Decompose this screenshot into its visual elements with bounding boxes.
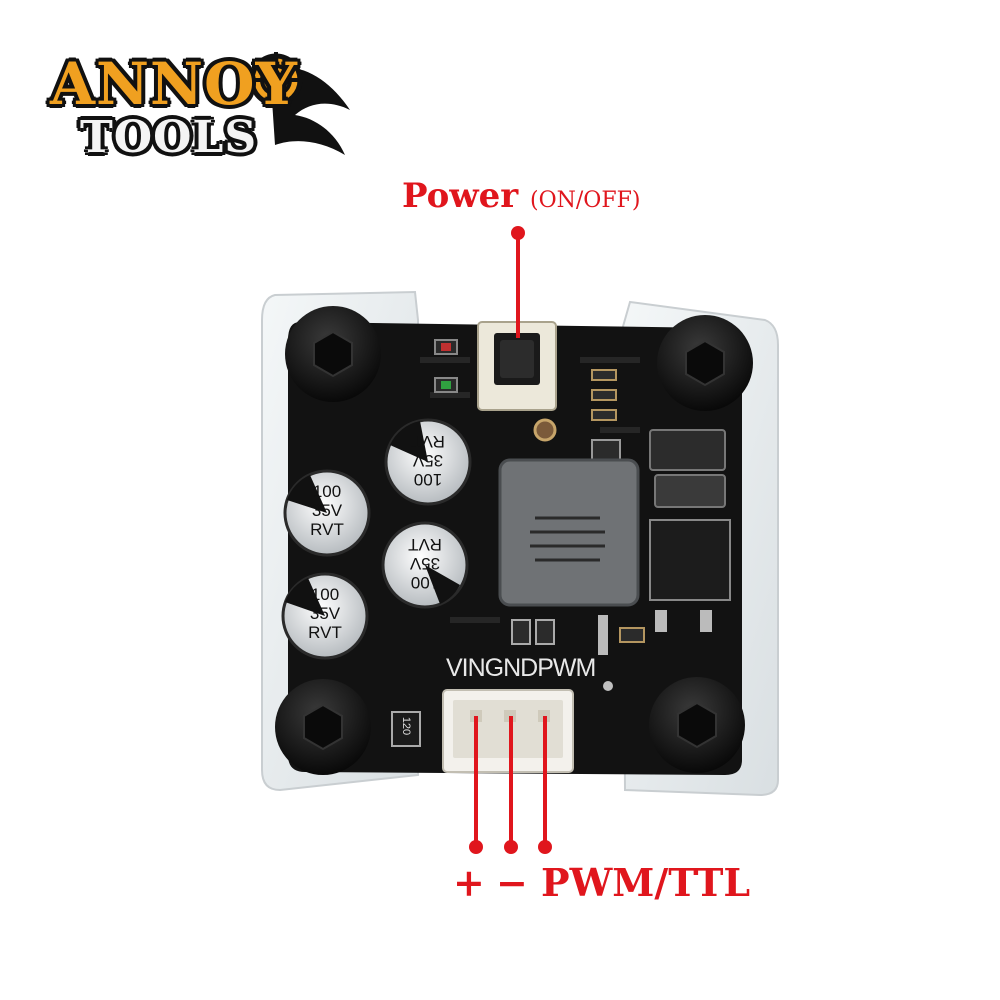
mount-bolt-bottom-right xyxy=(649,677,745,773)
header-silkscreen: VINGNDPWM xyxy=(446,654,596,682)
logo-text-annoy: ANNOY xyxy=(50,50,298,118)
pin-label-plus: + xyxy=(453,860,485,905)
capacitor-3-label: 100 35V RVT xyxy=(401,535,449,592)
cap-voltage: 35V xyxy=(311,501,343,520)
cap-voltage: 35V xyxy=(409,554,441,573)
cap-value: 100 xyxy=(410,573,440,592)
capacitor-1-label: 100 35V RVT xyxy=(404,432,452,489)
capacitor-2-label: 100 35V RVT xyxy=(303,482,351,539)
mount-bolt-top-left xyxy=(285,306,381,402)
cap-brand: RVT xyxy=(408,535,442,554)
power-callout-sub: (ON/OFF) xyxy=(530,188,641,213)
capacitor-4 xyxy=(281,572,369,660)
capacitor-3 xyxy=(381,521,469,609)
logo-text-tools: TOOLS xyxy=(80,112,258,163)
mount-bolt-bottom-left xyxy=(275,679,371,775)
cap-value: 100 xyxy=(310,585,340,604)
cap-voltage: 35V xyxy=(412,451,444,470)
capacitor-4-label: 100 35V RVT xyxy=(301,585,349,642)
status-leds xyxy=(434,339,458,393)
power-callout-label: Power (ON/OFF) xyxy=(402,176,640,216)
resistor-code: 120 xyxy=(400,716,412,736)
trimmer-pot xyxy=(533,418,557,442)
smd-resistors-top xyxy=(591,369,621,461)
cap-voltage: 35V xyxy=(309,604,341,623)
capacitor-2 xyxy=(283,469,371,557)
smd-bottom xyxy=(511,615,645,655)
pin-label-pwm: PWM/TTL xyxy=(541,860,751,905)
cap-brand: RVT xyxy=(411,432,445,451)
cap-brand: RVT xyxy=(308,623,342,642)
cap-value: 100 xyxy=(312,482,342,501)
jst-connector xyxy=(442,689,574,773)
power-switch xyxy=(477,321,557,411)
pad-dot xyxy=(603,681,613,691)
cap-brand: RVT xyxy=(310,520,344,539)
brand-logo: ANNOY TOOLS xyxy=(40,40,360,170)
cap-value: 100 xyxy=(413,470,443,489)
power-inductor xyxy=(498,458,640,607)
right-side-components xyxy=(649,429,731,632)
capacitor-1 xyxy=(384,418,472,506)
target-icon xyxy=(248,52,304,108)
power-callout-main: Power xyxy=(402,176,519,216)
mount-bolt-top-right xyxy=(657,315,753,411)
callout-lines xyxy=(469,226,552,854)
smd-resistor-120 xyxy=(391,711,421,747)
pin-label-minus: − xyxy=(496,860,528,905)
